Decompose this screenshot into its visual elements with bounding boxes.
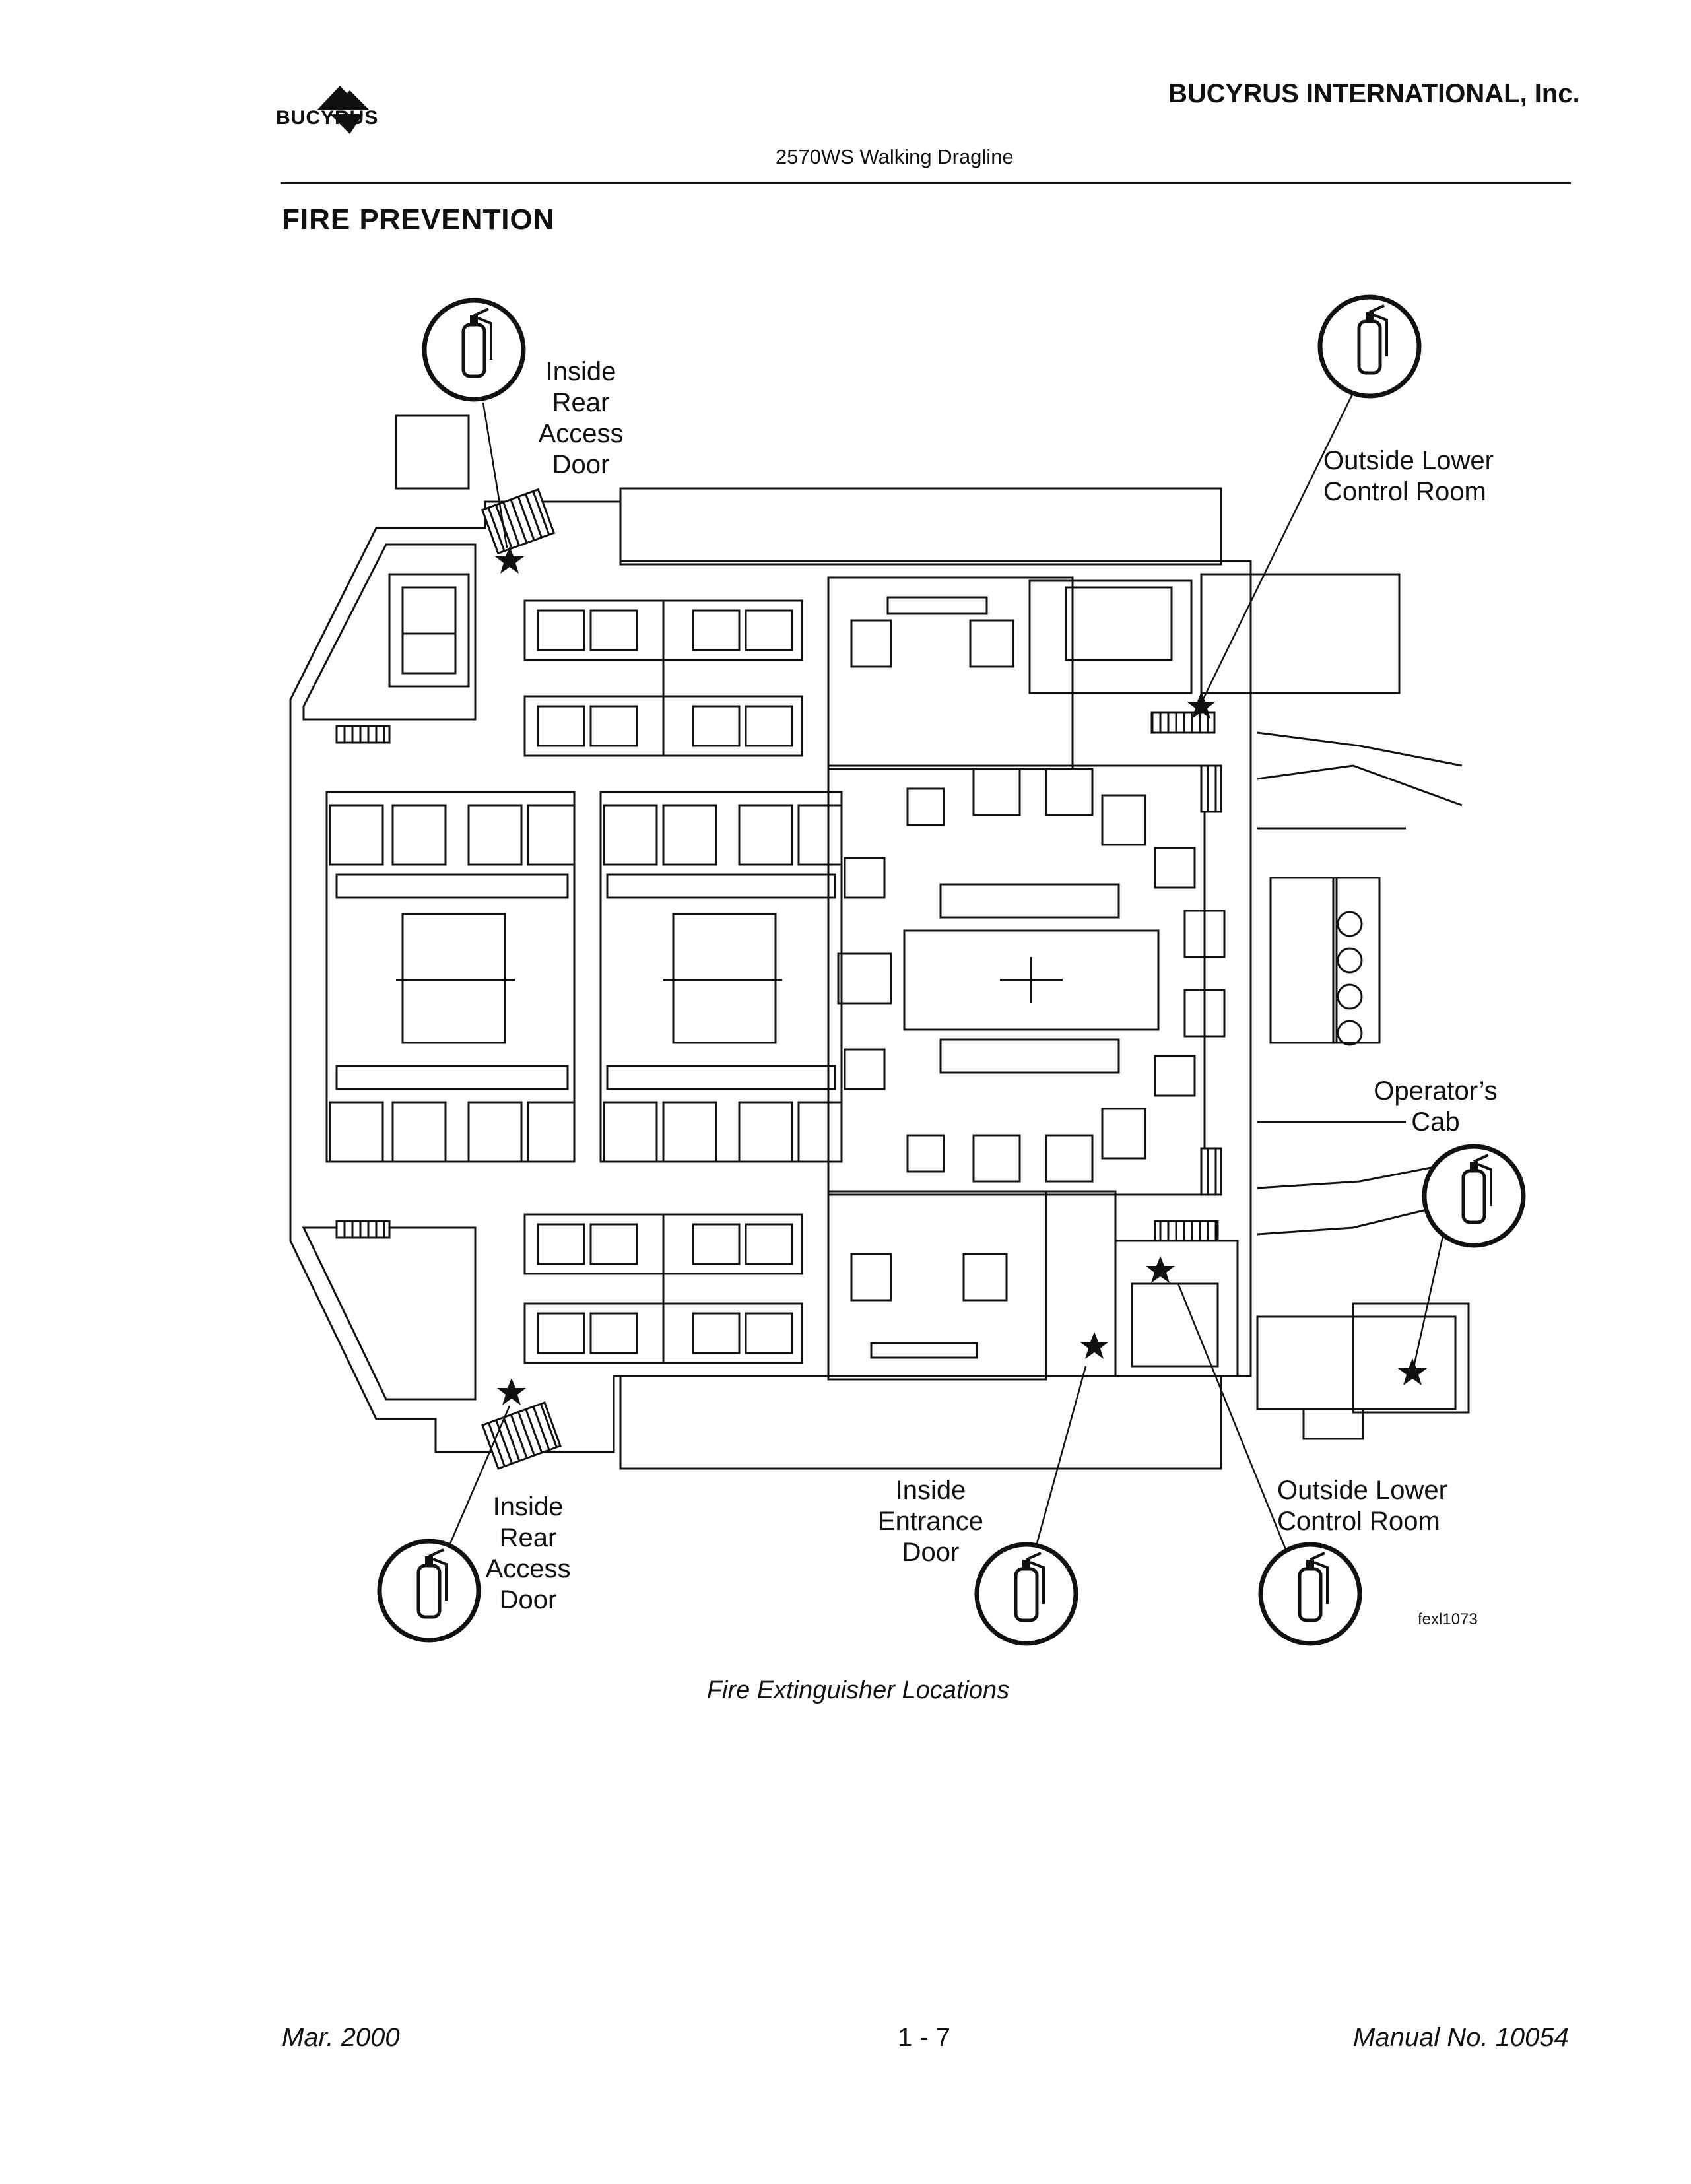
fire-extinguisher-icon bbox=[380, 1541, 479, 1640]
label-line: Rear bbox=[499, 1523, 557, 1552]
label-line: Access bbox=[485, 1554, 571, 1583]
label-inside-rear-access-door-bottom: Inside Rear Access Door bbox=[482, 1492, 574, 1616]
label-line: Operator’s bbox=[1374, 1076, 1498, 1106]
label-line: Access bbox=[538, 419, 624, 448]
model-name: 2570WS Walking Dragline bbox=[776, 145, 1014, 168]
motor-generator-sets-top bbox=[523, 599, 803, 757]
label-line: Outside Lower bbox=[1277, 1476, 1447, 1505]
label-line: Door bbox=[552, 450, 610, 479]
fire-extinguisher-icon bbox=[977, 1544, 1076, 1643]
label-line: Entrance bbox=[877, 1507, 984, 1536]
fire-extinguisher-icon bbox=[1261, 1544, 1360, 1643]
figure-code: fexl1073 bbox=[1418, 1610, 1478, 1628]
fire-extinguisher-icon bbox=[424, 300, 523, 399]
label-line: Door bbox=[499, 1585, 557, 1614]
label-line: Control Room bbox=[1323, 477, 1486, 506]
callout-leaders bbox=[444, 385, 1453, 1562]
footer-date: Mar. 2000 bbox=[282, 2023, 400, 2052]
label-line: Inside bbox=[895, 1476, 966, 1505]
label-outside-lower-control-room-bottom: Outside Lower Control Room bbox=[1277, 1475, 1447, 1537]
section-title: FIRE PREVENTION bbox=[282, 203, 555, 236]
label-operators-cab: Operator’s Cab bbox=[1366, 1076, 1505, 1138]
transformer-block bbox=[388, 414, 470, 688]
motor-generator-sets-bottom bbox=[523, 1213, 803, 1364]
boom-and-cab-area bbox=[1256, 731, 1470, 1440]
bucyrus-logo-icon bbox=[317, 86, 370, 134]
footer-page-number: 1 - 7 bbox=[898, 2023, 951, 2052]
lower-rooms bbox=[827, 1190, 1239, 1381]
fire-extinguisher-icon bbox=[1320, 297, 1419, 396]
company-name: BUCYRUS INTERNATIONAL, Inc. bbox=[1168, 79, 1580, 108]
extinguisher-location-stars bbox=[495, 546, 1427, 1405]
label-outside-lower-control-room-top: Outside Lower Control Room bbox=[1323, 446, 1494, 508]
label-line: Inside bbox=[545, 357, 616, 386]
center-deck bbox=[827, 764, 1226, 1196]
logo-text: BUCYRUS bbox=[276, 107, 379, 129]
label-line: Inside bbox=[492, 1492, 564, 1521]
footer-manual-number: Manual No. 10054 bbox=[1353, 2023, 1569, 2052]
header-rule bbox=[281, 182, 1571, 184]
label-line: Cab bbox=[1411, 1108, 1460, 1137]
machinery-house-outline bbox=[289, 487, 1252, 1470]
stairways bbox=[335, 488, 1222, 1470]
fire-extinguisher-icon bbox=[1424, 1146, 1523, 1245]
hoist-drag-machinery bbox=[325, 791, 843, 1163]
label-line: Outside Lower bbox=[1323, 446, 1494, 475]
label-line: Rear bbox=[552, 388, 610, 417]
label-inside-entrance-door: Inside Entrance Door bbox=[871, 1475, 990, 1568]
label-line: Control Room bbox=[1277, 1507, 1440, 1536]
label-line: Door bbox=[902, 1538, 960, 1567]
figure-caption: Fire Extinguisher Locations bbox=[706, 1676, 1010, 1704]
upper-rooms bbox=[827, 573, 1401, 770]
label-inside-rear-access-door-top: Inside Rear Access Door bbox=[538, 356, 624, 480]
